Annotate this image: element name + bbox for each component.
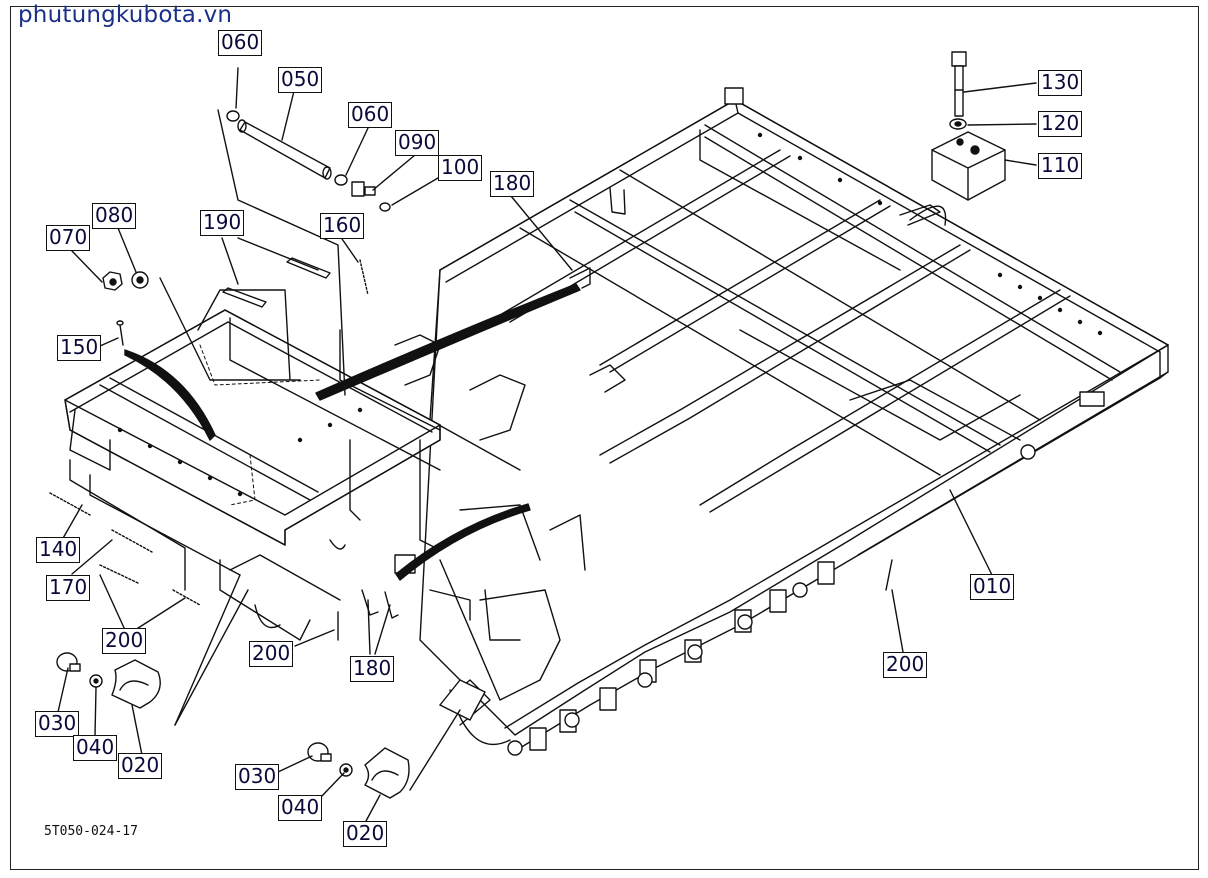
part-label-040[interactable]: 040 [73, 735, 118, 761]
part-label-170[interactable]: 170 [46, 575, 91, 601]
watermark: phutungkubota.vn [18, 2, 233, 28]
part-label-200[interactable]: 200 [102, 628, 147, 654]
part-label-160[interactable]: 160 [320, 213, 365, 239]
part-label-050[interactable]: 050 [278, 67, 323, 93]
part-label-090[interactable]: 090 [395, 130, 440, 156]
part-label-060[interactable]: 060 [348, 102, 393, 128]
part-label-140[interactable]: 140 [36, 537, 81, 563]
roll-pin-160 [359, 259, 369, 296]
part-label-030[interactable]: 030 [235, 764, 280, 790]
part-label-180[interactable]: 180 [490, 171, 535, 197]
part-label-200[interactable]: 200 [883, 652, 928, 678]
washer-080 [131, 271, 149, 289]
bolt-030-right [307, 742, 332, 762]
washer-040-left [89, 674, 103, 688]
straps [124, 283, 581, 581]
part-label-070[interactable]: 070 [46, 225, 91, 251]
part-label-060[interactable]: 060 [218, 30, 263, 56]
part-label-130[interactable]: 130 [1038, 70, 1083, 96]
front-subframe [64, 309, 441, 641]
bolt-130 [951, 51, 967, 117]
clamp-020-right [364, 747, 410, 799]
pin-150 [116, 320, 124, 346]
plates-190 [222, 257, 331, 308]
drawing-code: 5T050-024-17 [44, 824, 138, 839]
part-label-020[interactable]: 020 [343, 821, 388, 847]
part-label-040[interactable]: 040 [278, 795, 323, 821]
part-label-190[interactable]: 190 [200, 210, 245, 236]
part-label-180[interactable]: 180 [350, 656, 395, 682]
part-label-010[interactable]: 010 [970, 574, 1015, 600]
part-label-110[interactable]: 110 [1038, 153, 1083, 179]
roll-pins [49, 492, 893, 641]
shaft-050 [226, 110, 348, 186]
drawing-frame [10, 6, 1199, 870]
clamp-bracket-front-right [439, 679, 486, 721]
washer-120 [949, 118, 967, 130]
main-frame [419, 87, 1169, 756]
nut-070 [102, 271, 123, 291]
part-label-020[interactable]: 020 [118, 753, 163, 779]
part-label-030[interactable]: 030 [35, 711, 80, 737]
part-label-100[interactable]: 100 [438, 155, 483, 181]
clamp-020-left [111, 659, 161, 709]
part-label-080[interactable]: 080 [92, 203, 137, 229]
washer-040-right [339, 763, 353, 777]
part-label-200[interactable]: 200 [249, 641, 294, 667]
part-label-150[interactable]: 150 [57, 335, 102, 361]
leader-lines [57, 67, 1037, 822]
fitting-090 [351, 181, 391, 212]
hooks-180 [361, 267, 591, 619]
part-label-120[interactable]: 120 [1038, 111, 1083, 137]
block-110 [931, 131, 1006, 201]
